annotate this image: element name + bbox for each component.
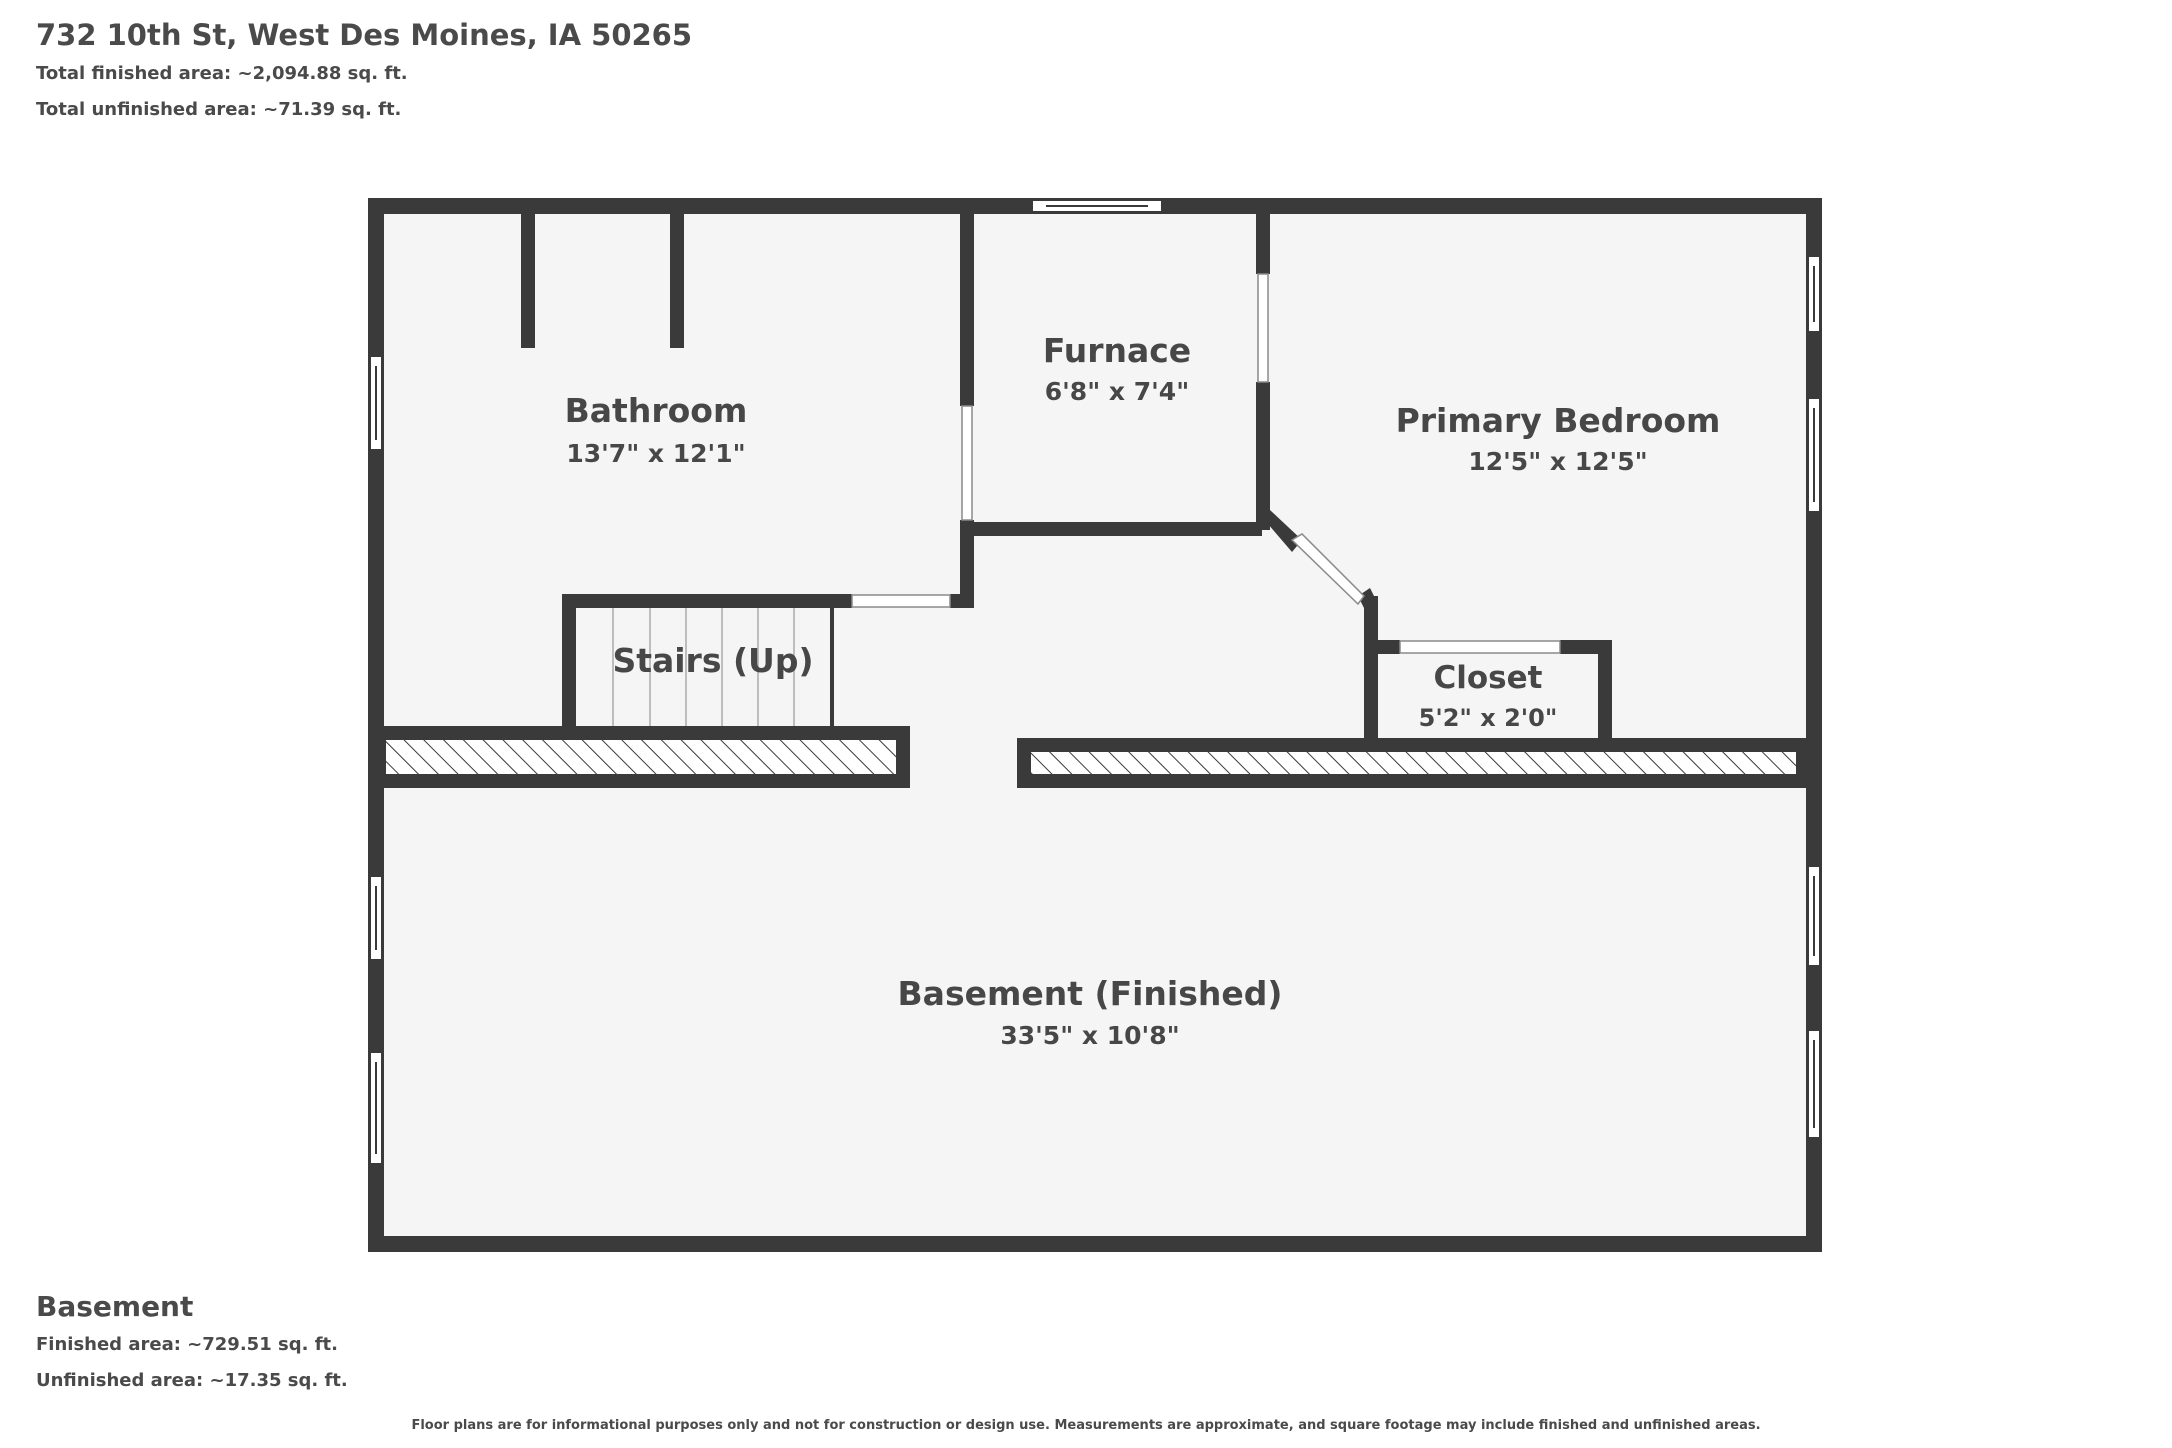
disclaimer-text: Floor plans are for informational purpos… bbox=[411, 1418, 1761, 1433]
divider-wall-right bbox=[1017, 738, 1812, 788]
floor-finished-area: Finished area: ~729.51 sq. ft. bbox=[36, 1334, 338, 1355]
stair-treads bbox=[612, 608, 795, 726]
room-name-basement: Basement (Finished) bbox=[898, 974, 1283, 1013]
room-name-stairs: Stairs (Up) bbox=[612, 641, 813, 680]
total-unfinished-area: Total unfinished area: ~71.39 sq. ft. bbox=[36, 99, 402, 120]
room-name-closet: Closet bbox=[1434, 660, 1543, 696]
address-title: 732 10th St, West Des Moines, IA 50265 bbox=[36, 18, 693, 52]
windows bbox=[369, 199, 1821, 1165]
room-name-bathroom: Bathroom bbox=[565, 391, 748, 430]
room-dims-furnace: 6'8" x 7'4" bbox=[1045, 377, 1189, 406]
door-openings bbox=[851, 273, 1561, 654]
total-finished-area: Total finished area: ~2,094.88 sq. ft. bbox=[36, 63, 408, 84]
room-dims-bathroom: 13'7" x 12'1" bbox=[566, 439, 745, 468]
room-dims-closet: 5'2" x 2'0" bbox=[1419, 704, 1558, 732]
room-name-primary-bedroom: Primary Bedroom bbox=[1396, 401, 1721, 440]
room-dims-basement: 33'5" x 10'8" bbox=[1000, 1021, 1179, 1050]
divider-wall-left bbox=[378, 726, 910, 788]
floor-unfinished-area: Unfinished area: ~17.35 sq. ft. bbox=[36, 1370, 348, 1391]
room-name-furnace: Furnace bbox=[1043, 331, 1191, 370]
room-dims-primary-bedroom: 12'5" x 12'5" bbox=[1468, 447, 1647, 476]
interior-walls bbox=[521, 208, 1612, 746]
floor-name: Basement bbox=[36, 1290, 194, 1323]
